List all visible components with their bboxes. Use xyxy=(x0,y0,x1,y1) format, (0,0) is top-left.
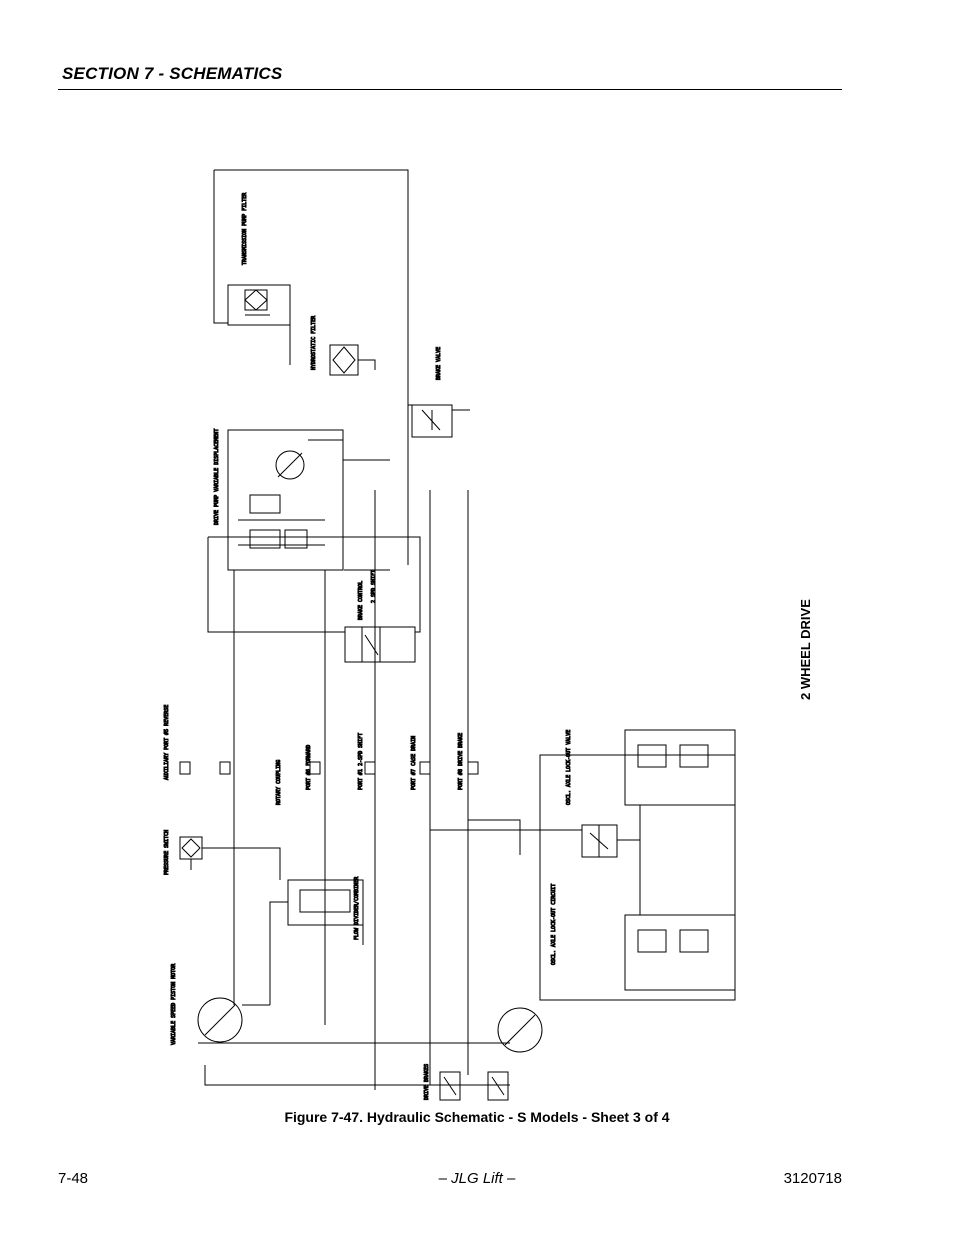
brake-valve-label: BRAKE VALVE xyxy=(436,347,442,380)
hydrostatic-filter-label: HYDROSTATIC FILTER xyxy=(311,315,317,370)
hydraulic-lines xyxy=(233,490,469,1090)
flow-divider xyxy=(269,879,364,1005)
section-title: SECTION 7 - SCHEMATICS xyxy=(62,64,283,83)
osc-lockout-label: OSCL. AXLE LOCK-OUT VALVE xyxy=(566,730,572,805)
transmission-filter-label: TRANSMISSION PUMP FILTER xyxy=(242,192,248,265)
footer-brand: – JLG Lift – xyxy=(438,1170,516,1187)
port-7-label: PORT #7 CASE DRAIN xyxy=(411,736,417,790)
two-speed-shift-label: 2 SPD SHIFT xyxy=(371,570,377,603)
brake-control-valve xyxy=(207,536,421,663)
return-line xyxy=(213,169,409,565)
document-number: 3120718 xyxy=(783,1170,842,1187)
pressure-switch xyxy=(179,836,281,880)
figure-caption: Figure 7-47. Hydraulic Schematic - S Mod… xyxy=(284,1109,670,1125)
aux-port-label: AUXILIARY PORT #5 REVERSE xyxy=(164,705,170,780)
left-drive-motor xyxy=(197,997,510,1086)
header-rule xyxy=(58,89,842,90)
side-tab-label: 2 WHEEL DRIVE xyxy=(798,599,813,700)
port-6-label: PORT #6 FORWARD xyxy=(306,745,312,790)
drive-brakes-label: DRIVE BRAKES xyxy=(424,1064,430,1100)
hydraulic-schematic: TRANSMISSION PUMP FILTER HYDROSTATIC FIL… xyxy=(150,165,750,1105)
drive-pump-label: DRIVE PUMP VARIABLE DISPLACEMENT xyxy=(214,429,220,525)
osc-axle-lockout xyxy=(430,729,736,1001)
port-boxes xyxy=(179,761,479,775)
drive-brakes xyxy=(439,1071,509,1101)
optional-circuit-label: OSCL. AXLE LOCK-OUT CIRCUIT xyxy=(551,884,557,965)
pressure-switch-label: PRESSURE SWITCH xyxy=(164,830,170,875)
port-1-label: PORT #1 2-SPD SHIFT xyxy=(358,733,364,790)
page-number: 7-48 xyxy=(58,1170,89,1187)
flow-divider-label: FLOW DIVIDER/COMBINER xyxy=(354,876,360,940)
right-drive-motor xyxy=(497,1007,543,1053)
rotary-coupling-label: ROTARY COUPLING xyxy=(276,760,282,805)
drive-pump xyxy=(227,429,390,571)
brake-control-label: BRAKE CONTROL xyxy=(358,581,364,620)
transmission-filter xyxy=(227,284,291,365)
brake-valve xyxy=(408,404,470,438)
left-motor-label: VARIABLE SPEED PISTON MOTOR xyxy=(171,963,177,1045)
port-8-label: PORT #8 DRIVE BRAKE xyxy=(458,733,464,790)
hydrostatic-filter xyxy=(329,344,376,376)
